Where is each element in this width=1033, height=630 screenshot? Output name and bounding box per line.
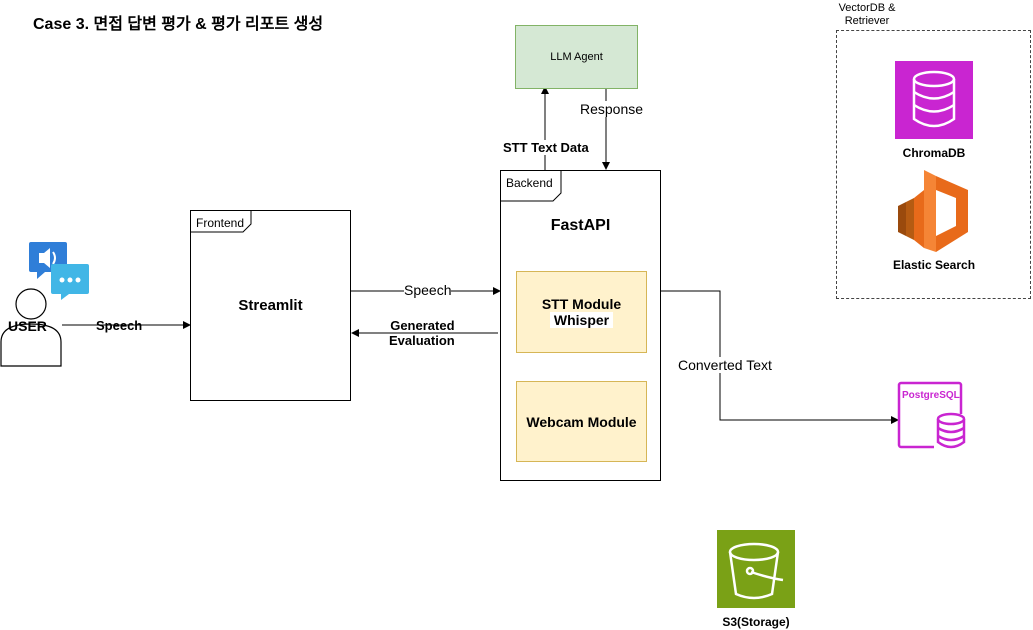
chromadb-label: ChromaDB xyxy=(902,146,966,160)
elastic-search-label: Elastic Search xyxy=(892,258,976,272)
edge-label-generated-line2: Evaluation xyxy=(389,333,455,348)
edge-label-generated-line1: Generated xyxy=(390,318,455,333)
elastic-search-icon xyxy=(898,170,968,252)
edge-label-user-speech: Speech xyxy=(96,318,143,333)
stt-module: STT Module Whisper xyxy=(516,271,647,353)
edge-label-fe-speech: Speech xyxy=(404,282,452,298)
vector-group-label-line1: VectorDB & xyxy=(838,2,896,14)
user-label: USER xyxy=(8,318,47,334)
vector-group-box xyxy=(836,30,1031,299)
backend-tag-frame xyxy=(501,171,562,202)
edge-backend-postgres xyxy=(660,290,899,424)
postgresql-label: PostgreSQL xyxy=(902,390,960,401)
llm-agent-box: LLM Agent xyxy=(515,25,638,89)
user-icon xyxy=(0,288,62,367)
vector-group-label-line2: Retriever xyxy=(844,15,890,27)
backend-box: Backend FastAPI STT Module Whisper Webca… xyxy=(500,170,661,481)
edge-label-response: Response xyxy=(580,101,644,117)
webcam-module-label: Webcam Module xyxy=(526,413,637,430)
frontend-tag-frame xyxy=(191,211,252,233)
page-title: Case 3. 면접 답변 평가 & 평가 리포트 생성 xyxy=(33,16,324,33)
edge-label-converted: Converted Text xyxy=(678,357,772,373)
backend-name: FastAPI xyxy=(550,217,611,234)
s3-label: S3(Storage) xyxy=(722,615,790,629)
speech-bubbles-icon xyxy=(29,242,89,300)
webcam-module: Webcam Module xyxy=(516,381,647,462)
chromadb-icon xyxy=(895,61,973,139)
edge-label-stt-text: STT Text Data xyxy=(503,140,589,155)
frontend-tag: Frontend xyxy=(196,216,245,230)
frontend-name: Streamlit xyxy=(238,297,303,314)
stt-module-line2: Whisper xyxy=(549,312,614,328)
vector-group-label: VectorDB & Retriever xyxy=(836,2,898,28)
postgresql-icon xyxy=(897,381,968,450)
s3-icon xyxy=(717,530,795,608)
stt-module-line1: STT Module xyxy=(541,296,622,312)
backend-tag: Backend xyxy=(506,176,553,190)
edge-label-generated: Generated Evaluation xyxy=(389,318,455,348)
frontend-box: Frontend Streamlit xyxy=(190,210,351,401)
